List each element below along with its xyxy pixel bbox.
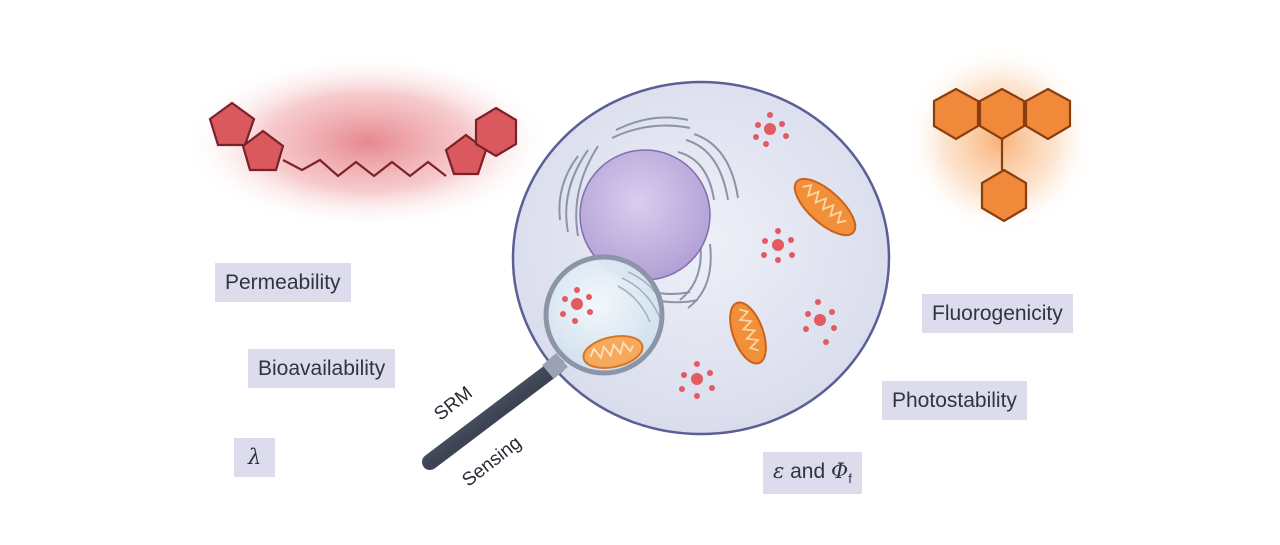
and-text: and	[784, 460, 831, 483]
orange-hex-1	[932, 87, 980, 141]
red-pentagon-left	[208, 101, 256, 147]
polymethine-chain	[282, 158, 447, 178]
red-dye-molecule	[183, 54, 553, 230]
magnifier-neck	[542, 353, 568, 379]
bioavailability-label: Bioavailability	[248, 349, 396, 388]
lens-mitochondrion	[582, 335, 644, 369]
permeability-label: Permeability	[215, 263, 351, 302]
photostability-label: Photostability	[882, 381, 1027, 420]
vesicle-cluster-2	[761, 228, 795, 263]
wavelength-label: λ	[234, 438, 276, 477]
endoplasmic-reticulum	[558, 116, 739, 309]
extinction-quantum-yield-label: ε and Φf	[763, 452, 862, 495]
orange-hex-3	[1024, 87, 1072, 141]
magnifier-rim	[543, 254, 665, 376]
mitochondrion-lower	[729, 301, 767, 365]
cell	[511, 80, 891, 436]
orange-hex-4	[980, 168, 1028, 223]
vesicle-cluster-3	[803, 299, 837, 345]
vesicle-cluster-1	[753, 112, 789, 147]
magnifying-glass	[422, 254, 665, 470]
fluorogenicity-label: Fluorogenicity	[922, 294, 1073, 333]
vesicle-cluster-4	[679, 361, 715, 399]
red-hexagon-right	[474, 106, 518, 158]
red-pentagon-left-2	[241, 129, 285, 172]
red-glow	[183, 54, 553, 230]
phi-subscript: f	[848, 471, 852, 487]
phi-symbol: Φ	[831, 459, 849, 483]
mitochondrion-upper	[793, 177, 857, 237]
orange-dye-molecule	[905, 45, 1095, 235]
epsilon-symbol: ε	[773, 459, 785, 483]
lens-content	[560, 271, 662, 369]
magnifier-handle	[422, 358, 565, 470]
